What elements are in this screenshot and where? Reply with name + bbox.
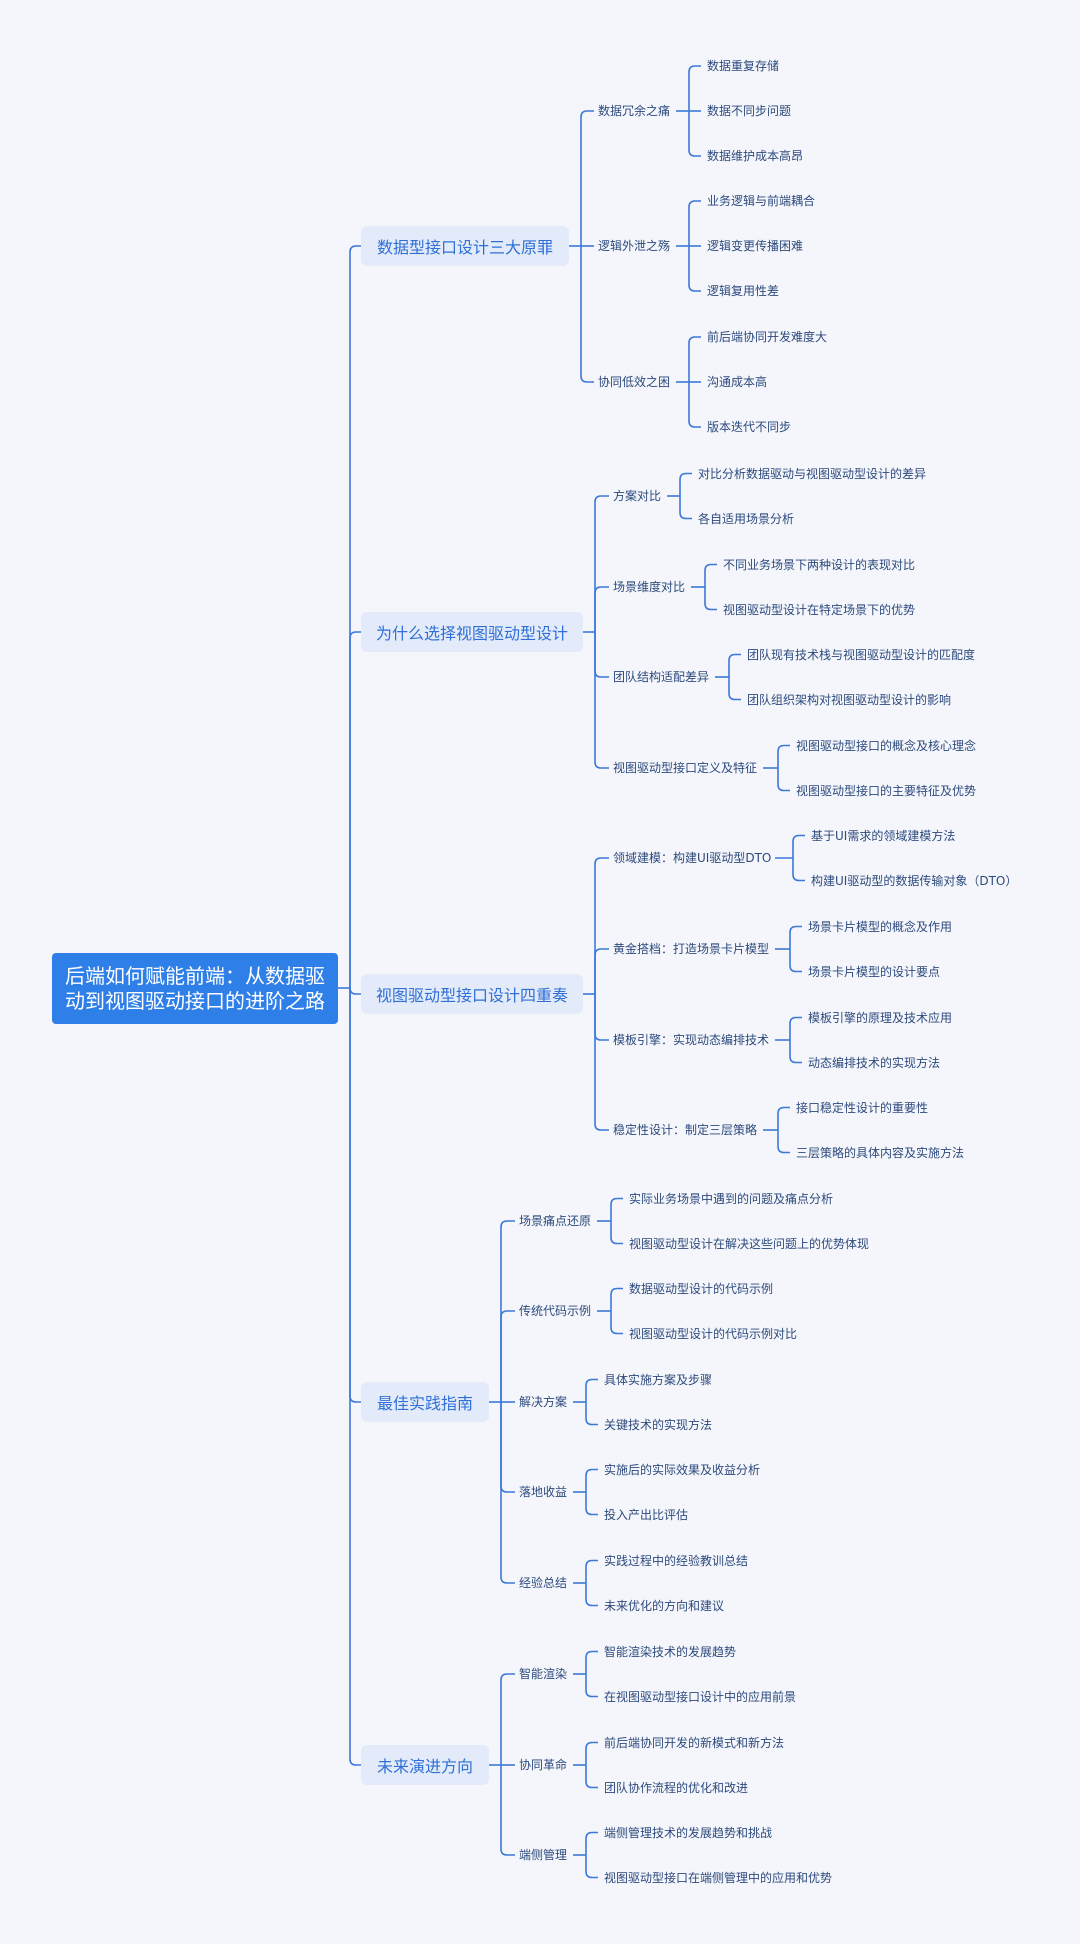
leaf-topic[interactable]: 数据维护成本高昂	[707, 149, 804, 163]
leaf-topic[interactable]: 业务逻辑与前端耦合	[707, 194, 816, 208]
leaf-topic[interactable]: 团队协作流程的优化和改进	[604, 1780, 749, 1795]
subtopic[interactable]: 协同革命	[519, 1758, 568, 1772]
subtopic[interactable]: 落地收益	[519, 1485, 568, 1499]
leaf-topic[interactable]: 实施后的实际效果及收益分析	[604, 1462, 761, 1477]
subtopic[interactable]: 黄金搭档：打造场景卡片模型	[613, 942, 770, 956]
subtopic[interactable]: 模板引擎：实现动态编排技术	[613, 1033, 770, 1047]
leaf-topic[interactable]: 前后端协同开发的新模式和新方法	[604, 1735, 785, 1750]
leaf-topic[interactable]: 动态编排技术的实现方法	[808, 1055, 941, 1070]
leaf-topic[interactable]: 沟通成本高	[707, 375, 768, 389]
subtopic[interactable]: 解决方案	[519, 1395, 568, 1409]
leaf-topic[interactable]: 未来优化的方向和建议	[604, 1598, 725, 1613]
branch-topic[interactable]: 数据型接口设计三大原罪	[361, 226, 569, 266]
branch-topic[interactable]: 视图驱动型接口设计四重奏	[361, 974, 583, 1014]
leaf-topic[interactable]: 前后端协同开发难度大	[707, 330, 828, 344]
leaf-topic[interactable]: 实践过程中的经验教训总结	[604, 1553, 749, 1568]
subtopic[interactable]: 传统代码示例	[519, 1304, 592, 1318]
leaf-topic[interactable]: 基于UI需求的领域建模方法	[811, 828, 956, 843]
leaf-topic[interactable]: 团队现有技术栈与视图驱动型设计的匹配度	[747, 647, 976, 662]
subtopic[interactable]: 智能渲染	[519, 1667, 568, 1681]
leaf-topic[interactable]: 视图驱动型接口的概念及核心理念	[796, 738, 977, 753]
leaf-topic[interactable]: 不同业务场景下两种设计的表现对比	[723, 557, 916, 572]
leaf-topic[interactable]: 视图驱动型接口的主要特征及优势	[796, 783, 977, 798]
leaf-topic[interactable]: 视图驱动型接口在端侧管理中的应用和优势	[604, 1870, 833, 1885]
leaf-topic[interactable]: 数据驱动型设计的代码示例	[629, 1281, 774, 1296]
leaf-topic[interactable]: 具体实施方案及步骤	[604, 1372, 713, 1387]
root-topic[interactable]: 后端如何赋能前端：从数据驱动到视图驱动接口的进阶之路	[52, 953, 338, 1024]
leaf-topic[interactable]: 智能渲染技术的发展趋势	[604, 1644, 737, 1659]
branch-topic[interactable]: 为什么选择视图驱动型设计	[361, 612, 583, 652]
leaf-topic[interactable]: 构建UI驱动型的数据传输对象（DTO）	[811, 873, 1018, 888]
leaf-topic[interactable]: 场景卡片模型的概念及作用	[808, 919, 953, 934]
subtopic[interactable]: 稳定性设计：制定三层策略	[613, 1123, 758, 1137]
leaf-topic[interactable]: 视图驱动型设计的代码示例对比	[629, 1326, 798, 1341]
subtopic[interactable]: 数据冗余之痛	[598, 104, 671, 118]
leaf-topic[interactable]: 各自适用场景分析	[698, 511, 795, 526]
subtopic[interactable]: 场景痛点还原	[519, 1214, 592, 1228]
leaf-topic[interactable]: 逻辑复用性差	[707, 284, 780, 298]
leaf-topic[interactable]: 关键技术的实现方法	[604, 1417, 713, 1432]
leaf-topic[interactable]: 版本迭代不同步	[707, 420, 792, 434]
leaf-topic[interactable]: 场景卡片模型的设计要点	[808, 964, 941, 979]
leaf-topic[interactable]: 投入产出比评估	[604, 1507, 689, 1522]
subtopic[interactable]: 团队结构适配差异	[613, 670, 710, 684]
leaf-topic[interactable]: 数据重复存储	[707, 59, 780, 73]
leaf-topic[interactable]: 三层策略的具体内容及实施方法	[796, 1145, 965, 1160]
subtopic[interactable]: 视图驱动型接口定义及特征	[613, 761, 758, 775]
leaf-topic[interactable]: 接口稳定性设计的重要性	[796, 1100, 929, 1115]
leaf-topic[interactable]: 数据不同步问题	[707, 104, 792, 118]
branch-topic[interactable]: 最佳实践指南	[361, 1382, 489, 1422]
leaf-topic[interactable]: 模板引擎的原理及技术应用	[808, 1010, 953, 1025]
subtopic[interactable]: 经验总结	[519, 1576, 568, 1590]
leaf-topic[interactable]: 视图驱动型设计在特定场景下的优势	[723, 602, 916, 617]
leaf-topic[interactable]: 在视图驱动型接口设计中的应用前景	[604, 1689, 797, 1704]
subtopic[interactable]: 场景维度对比	[613, 580, 686, 594]
subtopic[interactable]: 端侧管理	[519, 1848, 568, 1862]
subtopic[interactable]: 协同低效之困	[598, 375, 671, 389]
leaf-topic[interactable]: 逻辑变更传播困难	[707, 239, 804, 253]
leaf-topic[interactable]: 团队组织架构对视图驱动型设计的影响	[747, 692, 952, 707]
subtopic[interactable]: 方案对比	[613, 489, 662, 503]
subtopic[interactable]: 逻辑外泄之殇	[598, 239, 671, 253]
leaf-topic[interactable]: 端侧管理技术的发展趋势和挑战	[604, 1825, 773, 1840]
subtopic[interactable]: 领域建模：构建UI驱动型DTO	[613, 851, 772, 865]
leaf-topic[interactable]: 视图驱动型设计在解决这些问题上的优势体现	[629, 1236, 870, 1251]
leaf-topic[interactable]: 对比分析数据驱动与视图驱动型设计的差异	[698, 466, 927, 481]
leaf-topic[interactable]: 实际业务场景中遇到的问题及痛点分析	[629, 1191, 834, 1206]
branch-topic[interactable]: 未来演进方向	[361, 1745, 489, 1785]
